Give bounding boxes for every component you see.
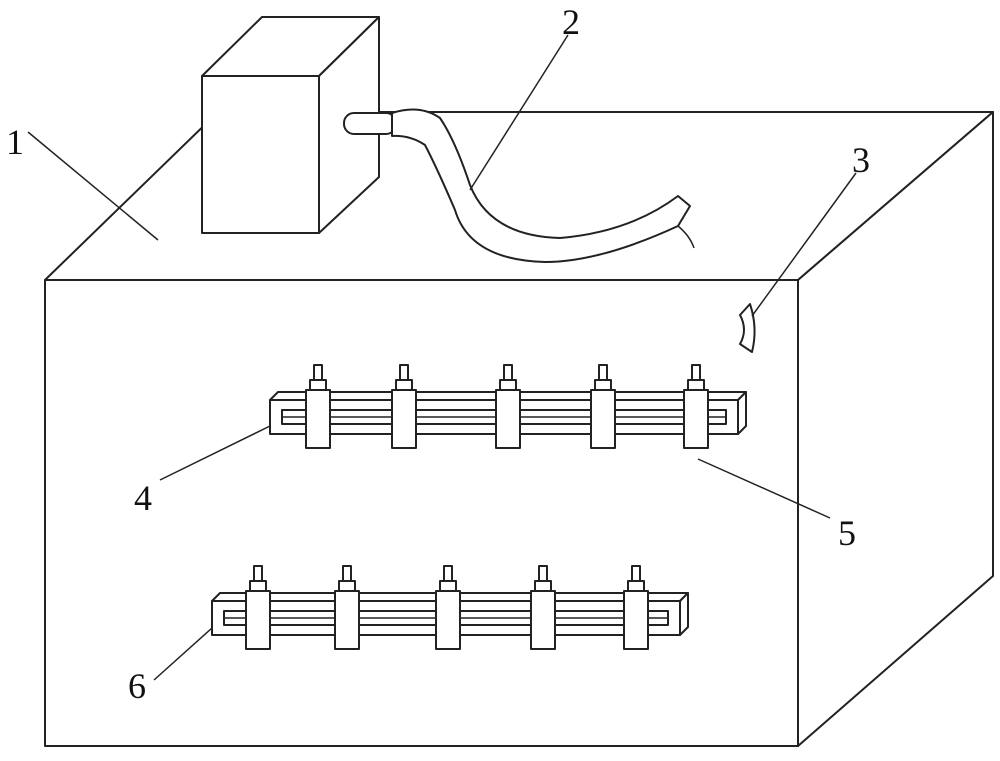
clamp-nut [249,580,267,592]
pump-front [201,75,320,234]
rails-group [211,364,747,650]
rail-2 [211,565,689,650]
leader-5 [697,458,831,519]
clamp-2-4 [530,565,556,650]
clamp-1-3 [495,364,521,449]
clamp-1-1 [305,364,331,449]
label-1: 1 [6,122,24,162]
label-2: 2 [562,2,580,42]
clamp-nut [439,580,457,592]
clamp-1-5 [683,364,709,449]
clamp-block [530,590,556,650]
clamp-nut [309,379,327,391]
clamp-block [623,590,649,650]
clamp-block [683,389,709,449]
clamp-block [495,389,521,449]
leader-lines [27,34,857,681]
clamp-block [391,389,417,449]
clamp-2-1 [245,565,271,650]
box-front-face [44,279,799,747]
rail-end-face [679,592,689,636]
clamp-nut [627,580,645,592]
hose-nozzle [343,112,397,135]
leader-6 [153,627,213,681]
clamp-1-2 [391,364,417,449]
clamp-nut [499,379,517,391]
clamp-nut [338,580,356,592]
leader-1 [27,131,159,241]
clamp-block [334,590,360,650]
hose [343,108,695,263]
label-5: 5 [838,513,856,553]
clamp-nut [395,379,413,391]
rail-end-face [737,391,747,435]
clamp-nut [534,580,552,592]
enclosure-box [44,111,994,747]
leader-4 [159,425,271,481]
label-6: 6 [128,666,146,706]
hose-body [391,108,691,263]
clamp-block [435,590,461,650]
clamp-block [305,389,331,449]
clamp-nut [687,379,705,391]
clamp-nut [594,379,612,391]
clamp-1-4 [590,364,616,449]
clamp-block [590,389,616,449]
label-4: 4 [134,478,152,518]
clamp-block [245,590,271,650]
leader-2 [469,34,569,191]
leader-3 [751,172,857,317]
pump-unit [201,16,380,234]
clamp-2-2 [334,565,360,650]
hose-end-fray [677,225,695,249]
clamp-2-5 [623,565,649,650]
rail-1 [269,364,747,449]
label-3: 3 [852,140,870,180]
clamp-2-3 [435,565,461,650]
